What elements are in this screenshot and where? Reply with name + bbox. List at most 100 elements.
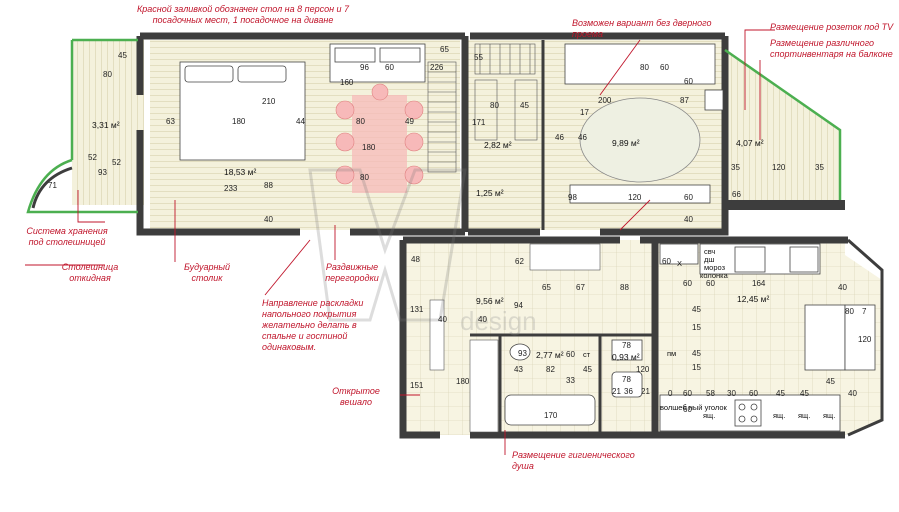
area-kids: 9,89 м² bbox=[612, 138, 640, 148]
dim-label: 120 bbox=[636, 365, 650, 374]
dimension-labels: 45 80 52 52 93 71 63 180 44 210 233 88 4… bbox=[48, 45, 872, 420]
dim-label: 60 bbox=[683, 405, 692, 414]
area-hall: 9,56 м² bbox=[476, 296, 504, 306]
area-wc: 0,93 м² bbox=[612, 352, 640, 362]
label-box-4: ящ. bbox=[823, 411, 835, 420]
note-tv-sockets: Размещение розеток под TV bbox=[770, 22, 894, 32]
hall-furniture bbox=[429, 243, 601, 433]
note-partitions: Раздвижные перегородки bbox=[325, 262, 379, 283]
note-boudoir: Будуарный столик bbox=[183, 262, 231, 283]
dim-label: 30 bbox=[727, 389, 736, 398]
dim-label: 80 bbox=[356, 117, 365, 126]
note-table: Красной заливкой обозначен стол на 8 пер… bbox=[136, 4, 350, 25]
dim-label: 210 bbox=[262, 97, 276, 106]
inner-walls bbox=[470, 40, 884, 437]
dim-label: 94 bbox=[514, 301, 523, 310]
dim-label: 45 bbox=[583, 365, 592, 374]
balcony-right-floor bbox=[727, 50, 840, 205]
dim-label: 60 bbox=[706, 279, 715, 288]
note-storage: Система хранения под столешницей bbox=[26, 226, 108, 247]
dim-label: 44 bbox=[296, 117, 305, 126]
dim-label: 52 bbox=[112, 158, 121, 167]
dim-label: 7 bbox=[862, 307, 867, 316]
dim-label: 96 bbox=[360, 63, 369, 72]
walls bbox=[136, 32, 848, 439]
dim-label: 151 bbox=[410, 381, 424, 390]
area-labels: 3,31 м² 18,53 м² 2,82 м² 9,89 м² 4,07 м²… bbox=[92, 120, 769, 362]
dim-label: 88 bbox=[620, 283, 629, 292]
dim-label: 65 bbox=[440, 45, 449, 54]
dim-label: 49 bbox=[405, 117, 414, 126]
dim-label: 88 bbox=[264, 181, 273, 190]
dim-label: 45 bbox=[800, 389, 809, 398]
dim-label: 233 bbox=[224, 184, 238, 193]
dim-label: 82 bbox=[546, 365, 555, 374]
dim-label: 60 bbox=[749, 389, 758, 398]
note-floor-direction: Направление раскладки напольного покрыти… bbox=[262, 298, 364, 352]
area-balcony-left: 3,31 м² bbox=[92, 120, 120, 130]
dim-label: 180 bbox=[232, 117, 246, 126]
dim-label: 36 bbox=[624, 387, 633, 396]
balcony-left-curve bbox=[72, 160, 135, 205]
dim-label: 46 bbox=[555, 133, 564, 142]
label-box-1: ящ. bbox=[703, 411, 715, 420]
dim-label: 80 bbox=[490, 101, 499, 110]
dim-label: 131 bbox=[410, 305, 424, 314]
area-closet: 2,82 м² bbox=[484, 140, 512, 150]
dim-label: 60 bbox=[684, 77, 693, 86]
dim-label: 87 bbox=[680, 96, 689, 105]
dim-label: 33 bbox=[566, 376, 575, 385]
watermark-text: design bbox=[460, 306, 537, 336]
dim-label: 60 bbox=[385, 63, 394, 72]
label-magic-corner: волшеб ный уголок bbox=[660, 403, 728, 412]
dim-label: 98 bbox=[568, 193, 577, 202]
dim-label: 160 bbox=[340, 78, 354, 87]
dim-label: 60 bbox=[684, 193, 693, 202]
dim-label: 93 bbox=[98, 168, 107, 177]
dim-label: 52 bbox=[88, 153, 97, 162]
bathroom-fixtures bbox=[504, 339, 643, 426]
dim-label: 0 bbox=[668, 389, 673, 398]
dim-label: 21 bbox=[641, 387, 650, 396]
dim-label: 55 bbox=[474, 53, 483, 62]
wardrobe-shelves bbox=[427, 43, 538, 173]
dining-table bbox=[335, 83, 424, 193]
area-bathroom: 2,77 м² bbox=[536, 350, 564, 360]
label-box-2: ящ. bbox=[773, 411, 785, 420]
dim-label: 40 bbox=[478, 315, 487, 324]
dim-label: 180 bbox=[456, 377, 470, 386]
dim-label: 80 bbox=[103, 70, 112, 79]
dim-label: 40 bbox=[848, 389, 857, 398]
dim-label: 60 bbox=[566, 350, 575, 359]
dim-label: 120 bbox=[628, 193, 642, 202]
dim-label: 80 bbox=[845, 307, 854, 316]
note-hygienic-shower: Размещение гигиенического душа bbox=[512, 450, 635, 471]
dim-label: 65 bbox=[542, 283, 551, 292]
magic-corner-text: волшеб ный уголок bbox=[660, 403, 728, 412]
label-freezer: мороз bbox=[704, 263, 726, 272]
dim-label: 60 bbox=[660, 63, 669, 72]
label-microwave: свч bbox=[704, 247, 715, 256]
dim-label: 93 bbox=[518, 349, 527, 358]
label-st: ст bbox=[583, 350, 591, 359]
dim-label: 15 bbox=[692, 363, 701, 372]
dim-label: 60 bbox=[683, 279, 692, 288]
balcony-outlines bbox=[70, 38, 842, 205]
note-hanger: Открытое вешало bbox=[332, 386, 380, 407]
label-box-3: ящ. bbox=[798, 411, 810, 420]
label-washer: пм bbox=[667, 349, 676, 358]
dim-label: 17 bbox=[580, 108, 589, 117]
dim-label: 63 bbox=[166, 117, 175, 126]
dim-label: 60 bbox=[683, 389, 692, 398]
dim-label: 40 bbox=[684, 215, 693, 224]
dim-label: 45 bbox=[692, 305, 701, 314]
dim-label: 80 bbox=[360, 173, 369, 182]
label-x: X bbox=[677, 259, 682, 268]
watermark-logo: design bbox=[308, 168, 537, 336]
note-fold-top: Столешница откидная bbox=[61, 262, 119, 283]
area-kitchen: 12,45 м² bbox=[737, 294, 769, 304]
dim-label: 164 bbox=[752, 279, 766, 288]
dim-label: 66 bbox=[732, 190, 741, 199]
dim-label: 35 bbox=[731, 163, 740, 172]
dim-label: 226 bbox=[430, 63, 444, 72]
